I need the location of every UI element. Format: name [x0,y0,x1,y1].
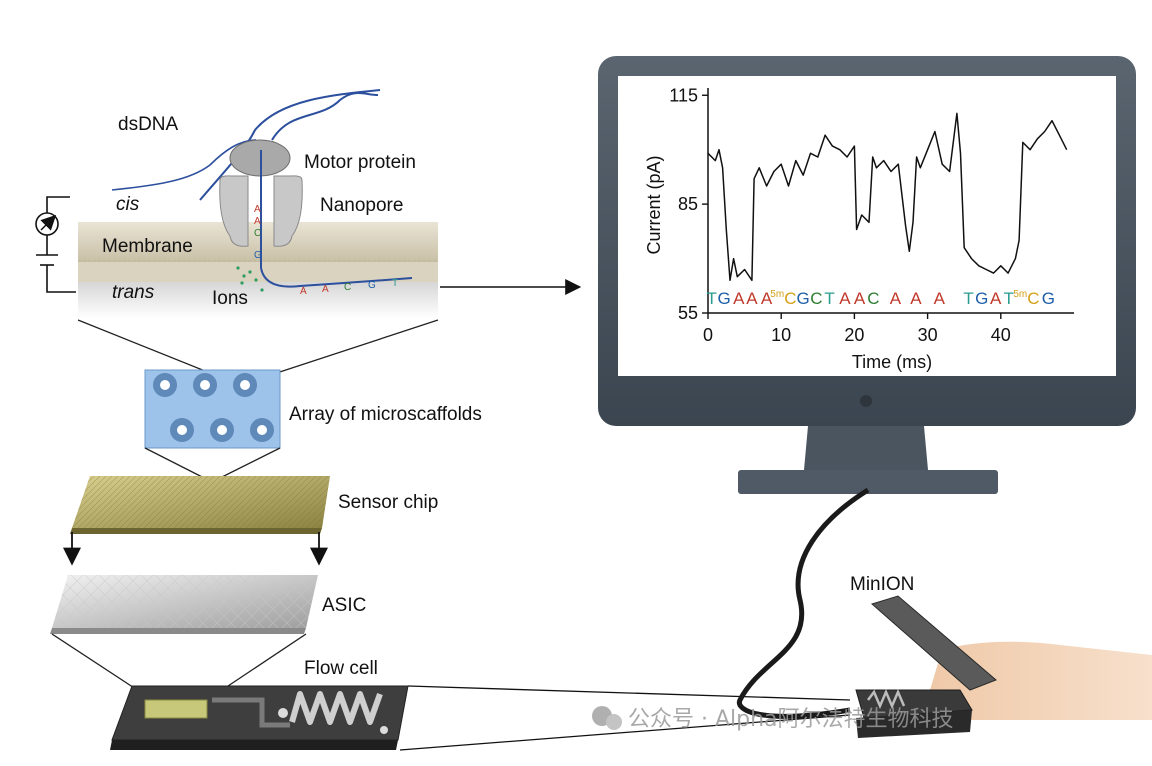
base-label: G [717,289,730,308]
svg-text:A: A [322,284,329,295]
y-tick-label: 85 [678,194,698,214]
svg-text:T: T [392,278,398,289]
x-tick-label: 40 [991,325,1011,345]
svg-text:G: G [368,280,376,291]
ions-dots [236,266,264,292]
base-label: A [890,289,902,308]
membrane-bottom [78,262,438,282]
monitor [598,56,1136,494]
base-label: A [854,289,866,308]
dna-strand-1 [199,89,381,201]
watermark-text: 公众号 · Alpha阿尔法特生物科技 [628,707,954,732]
label-ions: Ions [212,288,248,309]
base-label: T [824,289,834,308]
base-label: A [934,289,946,308]
asic-chip [50,575,318,634]
svg-text:A: A [300,286,307,297]
label-membrane: Membrane [102,236,193,257]
svg-text:A: A [254,204,261,215]
label-sensor-chip: Sensor chip [338,492,438,513]
base-label: A [761,289,773,308]
microscaffold-array [144,369,281,449]
minion-lid [870,595,997,691]
x-tick-label: 30 [918,325,938,345]
base-label: T [963,289,973,308]
label-dsdna: dsDNA [118,114,179,135]
sensor-chip [70,476,330,534]
y-tick-label: 115 [669,85,698,105]
label-trans: trans [112,282,155,303]
label-asic: ASIC [322,595,366,616]
y-axis-title: Current (pA) [644,155,664,254]
label-nanopore: Nanopore [320,195,403,216]
base-label: G [975,289,988,308]
nanopore-left [219,175,249,247]
watermark: 公众号 · Alpha阿尔法特生物科技 [592,706,954,732]
label-flow-cell: Flow cell [304,658,378,679]
hand [930,641,1152,720]
label-minion: MinION [850,574,914,595]
base-label: C [867,289,879,308]
x-tick-label: 0 [703,325,713,345]
pore-bases: A A C G A A C G T [254,204,398,297]
usb-cable [736,487,870,719]
base-label: G [1042,289,1055,308]
base-label: A [733,289,745,308]
flow-cell [110,685,409,750]
svg-text:C: C [254,228,261,239]
power-button-icon [860,395,872,407]
x-tick-label: 20 [844,325,864,345]
x-axis-title: Time (ms) [852,352,932,372]
x-tick-label: 10 [771,325,791,345]
zoom-line-flowcell-top [407,685,851,701]
base-label: T [706,289,716,308]
current-trace-line [707,112,1068,282]
base-label: 5mC [770,289,796,308]
base-label: A [990,289,1002,308]
monitor-screen [618,76,1116,376]
membrane-layer [78,222,438,262]
monitor-stand [738,470,998,494]
label-motor-protein: Motor protein [304,152,416,173]
monitor-neck [804,426,928,470]
base-label: 5mC [1013,289,1039,308]
label-cis: cis [116,194,140,215]
minion-device [855,595,1152,738]
base-label: A [910,289,922,308]
base-label: T [1004,289,1014,308]
membrane-scene: A A C G A A C G T [35,89,438,318]
svg-text:G: G [254,250,262,261]
base-label: G [797,289,810,308]
trans-region [78,282,438,318]
label-array: Array of microscaffolds [289,404,482,425]
svg-text:C: C [344,282,351,293]
dna-strand-2 [271,92,379,141]
base-label: A [839,289,851,308]
svg-text:A: A [254,216,261,227]
base-label: A [746,289,758,308]
zoom-line-flowcell-bottom [399,714,851,751]
nanopore-right [273,175,303,247]
y-tick-label: 55 [678,303,698,323]
base-label: C [810,289,822,308]
